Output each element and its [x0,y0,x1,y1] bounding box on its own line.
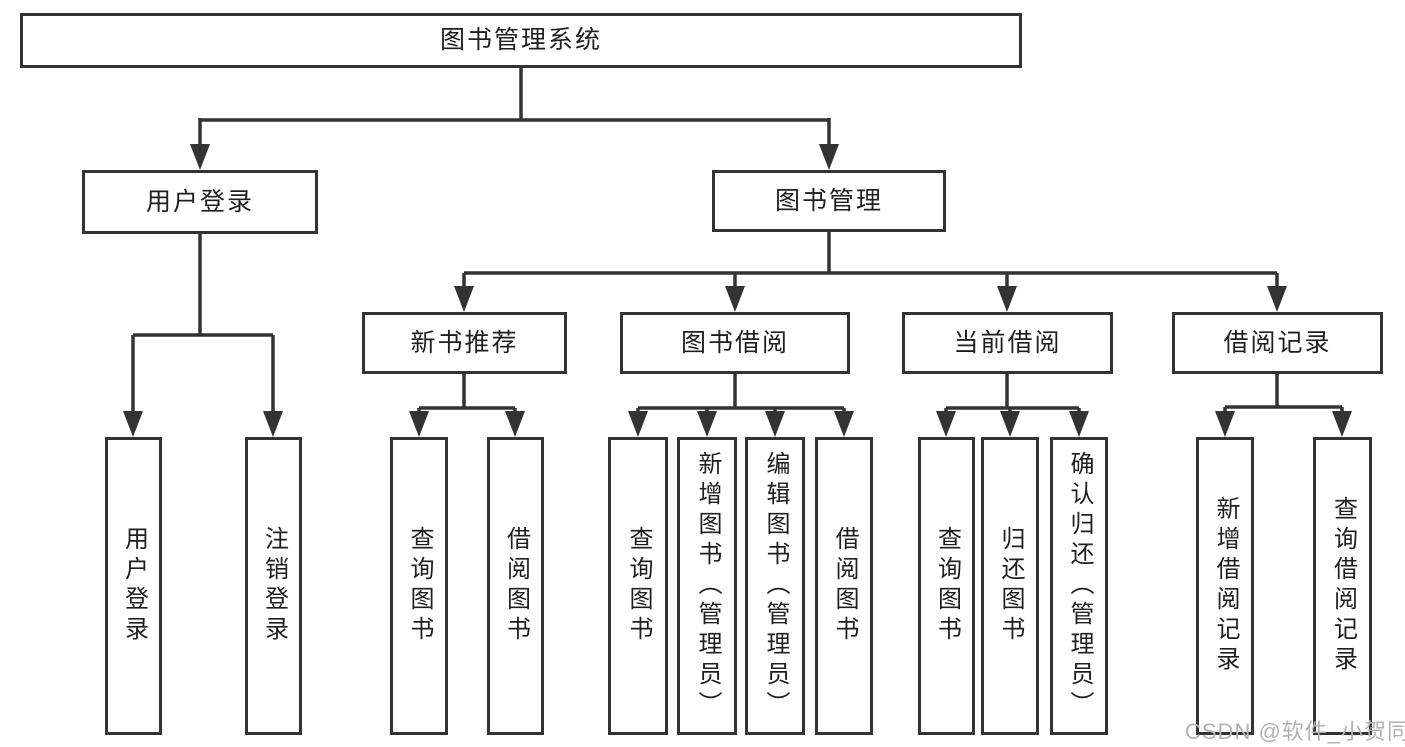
arrow-icon [409,411,429,437]
leaf-borrow-borrow-book: 借阅图书 [815,437,873,735]
leaf-rec-query-book-label: 查询图书 [406,526,433,646]
leaf-current-query-book: 查询图书 [918,437,975,735]
arrow-icon [123,411,143,437]
arrow-icon [1069,411,1089,437]
leaf-current-return-book-label: 归还图书 [997,526,1024,646]
node-book-borrow: 图书借阅 [620,312,850,374]
node-book-mgmt: 图书管理 [712,170,946,232]
leaf-current-return-book: 归还图书 [981,437,1039,735]
leaf-borrow-add-book: 新增图书（管理员） [677,437,737,735]
node-user-login-label: 用户登录 [145,187,254,216]
connector-borrow-record [1223,374,1344,415]
node-new-book-rec-label: 新书推荐 [410,328,519,357]
node-book-borrow-label: 图书借阅 [680,328,789,357]
leaf-logout-label: 注销登录 [260,526,288,646]
leaf-user-login: 用户登录 [105,437,162,735]
arrow-icon [936,411,956,437]
connector-book-mgmt [462,232,1279,290]
connector-root [198,68,831,148]
leaf-record-add-record-label: 新增借阅记录 [1212,496,1239,676]
leaf-current-confirm-return-label: 确认归还（管理员） [1066,451,1093,721]
node-root-label: 图书管理系统 [439,26,602,54]
connector-new-book-rec [417,374,517,415]
node-borrow-record: 借阅记录 [1172,312,1383,374]
leaf-rec-query-book: 查询图书 [390,437,448,735]
leaf-borrow-add-book-label: 新增图书（管理员） [694,451,721,721]
connector-book-borrow [636,374,846,415]
node-new-book-rec: 新书推荐 [362,312,567,374]
node-book-mgmt-label: 图书管理 [774,186,883,215]
arrow-icon [505,411,525,437]
arrow-icon [1267,286,1287,312]
leaf-borrow-edit-book: 编辑图书（管理员） [745,437,805,735]
leaf-user-login-label: 用户登录 [120,526,148,646]
arrow-icon [765,411,785,437]
arrow-icon [263,411,283,437]
node-borrow-record-label: 借阅记录 [1223,328,1332,357]
arrow-icon [725,286,745,312]
arrow-icon [628,411,648,437]
leaf-rec-borrow-book-label: 借阅图书 [502,526,530,646]
arrow-icon [997,286,1017,312]
arrow-icon [834,411,854,437]
leaf-logout: 注销登录 [245,437,302,735]
leaf-borrow-edit-book-label: 编辑图书（管理员） [762,451,789,721]
leaf-record-add-record: 新增借阅记录 [1196,437,1254,735]
leaf-borrow-borrow-book-label: 借阅图书 [831,526,858,646]
arrow-icon [1215,411,1235,437]
arrow-icon [697,411,717,437]
arrow-icon [190,144,210,170]
arrow-icon [454,286,474,312]
leaf-borrow-query-book-label: 查询图书 [625,526,652,646]
arrow-icon [1000,411,1020,437]
node-user-login: 用户登录 [82,170,318,234]
leaf-current-confirm-return: 确认归还（管理员） [1050,437,1108,735]
node-current-borrow-label: 当前借阅 [953,328,1062,357]
connector-current-borrow [944,374,1081,415]
leaf-current-query-book-label: 查询图书 [933,526,961,646]
leaf-record-query-record-label: 查询借阅记录 [1329,496,1357,676]
leaf-borrow-query-book: 查询图书 [608,437,668,735]
node-current-borrow: 当前借阅 [902,312,1113,374]
leaf-record-query-record: 查询借阅记录 [1313,437,1372,735]
arrowheads [123,144,1352,437]
leaf-rec-borrow-book: 借阅图书 [487,437,544,735]
watermark: CSDN @软件_小贺同学 [1185,719,1405,744]
connector-user-login [131,234,275,415]
arrow-icon [819,144,839,170]
arrow-icon [1332,411,1352,437]
node-root: 图书管理系统 [20,13,1022,68]
